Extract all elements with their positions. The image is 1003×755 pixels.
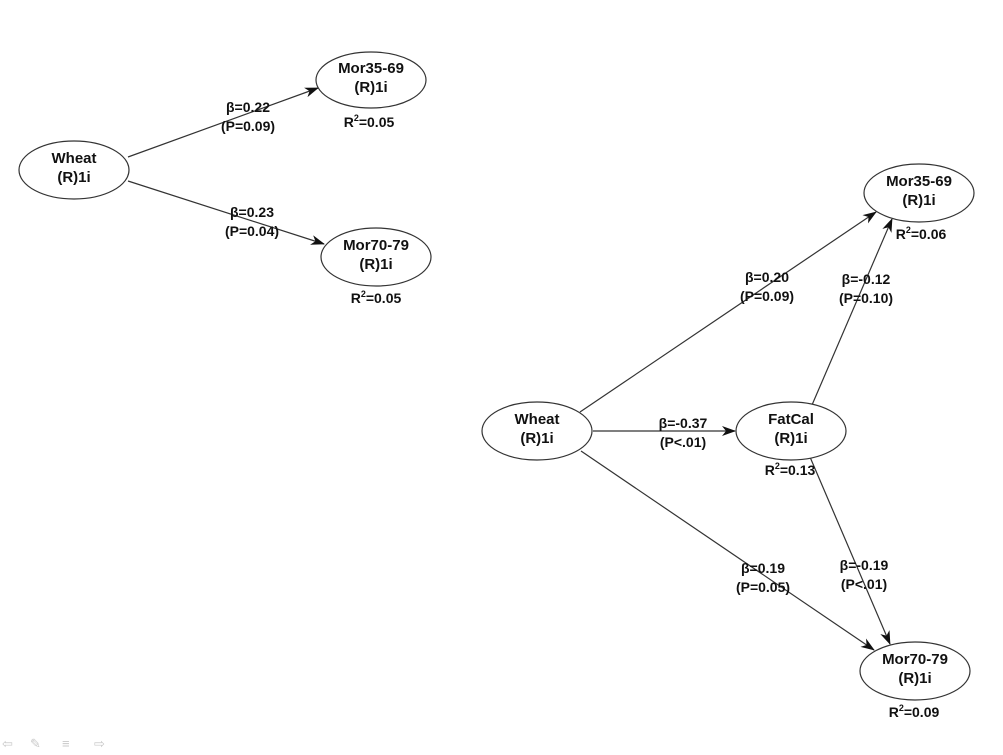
edge-beta-label: β=-0.37 <box>659 415 708 431</box>
edge-beta-label: β=0.20 <box>745 269 789 285</box>
diagram-a: Wheat (R)1i Mor35-69 (R)1i Mor70-79 (R)1… <box>18 51 432 306</box>
node-fatcal: FatCal (R)1i <box>735 401 847 461</box>
slideshow-controls: ⇦ ✎ ≡ ⇨ <box>2 736 105 751</box>
node-code: (R)1i <box>774 430 807 447</box>
node-code: (R)1i <box>520 430 553 447</box>
node-code: (R)1i <box>354 79 387 96</box>
edge-p-label: (P<.01) <box>660 434 706 450</box>
prev-slide-icon[interactable]: ⇦ <box>2 736 13 751</box>
r-squared-label: R2=0.06 <box>896 225 947 242</box>
edge-fatcal-to-mor35-69 <box>811 218 893 406</box>
edge-wheat-to-mor35-69 <box>579 211 877 413</box>
diagram-b: Wheat (R)1i FatCal (R)1i Mor35-69 (R)1i … <box>481 163 975 720</box>
node-name: Mor70-79 <box>882 651 948 668</box>
menu-icon[interactable]: ≡ <box>62 736 70 751</box>
edge-p-label: (P=0.09) <box>740 288 794 304</box>
next-slide-icon[interactable]: ⇨ <box>94 736 105 751</box>
edge-beta-label: β=-0.12 <box>842 271 891 287</box>
r-squared-label: R2=0.09 <box>889 703 940 720</box>
node-code: (R)1i <box>898 670 931 687</box>
node-name: Mor70-79 <box>343 237 409 254</box>
edge-beta-label: β=-0.19 <box>840 557 889 573</box>
node-wheat: Wheat (R)1i <box>18 140 130 200</box>
edge-beta-label: β=0.23 <box>230 204 274 220</box>
edge-wheat-to-mor35-69 <box>127 87 319 158</box>
edge-wheat-to-mor70-79 <box>127 180 325 245</box>
edge-p-label: (P<.01) <box>841 576 887 592</box>
node-name: Wheat <box>52 150 97 167</box>
edge-p-label: (P=0.04) <box>225 223 279 239</box>
node-name: Wheat <box>515 411 560 428</box>
pen-icon[interactable]: ✎ <box>30 736 41 751</box>
node-wheat: Wheat (R)1i <box>481 401 593 461</box>
node-name: FatCal <box>768 411 814 428</box>
edge-fatcal-to-mor70-79 <box>809 456 891 645</box>
edge-p-label: (P=0.05) <box>736 579 790 595</box>
node-code: (R)1i <box>57 169 90 186</box>
node-name: Mor35-69 <box>886 173 952 190</box>
edge-beta-label: β=0.22 <box>226 99 270 115</box>
edge-beta-label: β=0.19 <box>741 560 785 576</box>
node-mor35-69: Mor35-69 (R)1i <box>863 163 975 223</box>
node-mor70-79: Mor70-79 (R)1i <box>859 641 971 701</box>
node-code: (R)1i <box>359 256 392 273</box>
node-mor35-69: Mor35-69 (R)1i <box>315 51 427 109</box>
r-squared-label: R2=0.05 <box>344 113 395 130</box>
node-name: Mor35-69 <box>338 60 404 77</box>
node-mor70-79: Mor70-79 (R)1i <box>320 227 432 287</box>
r-squared-label: R2=0.13 <box>765 461 816 478</box>
edge-p-label: (P=0.09) <box>221 118 275 134</box>
edge-p-label: (P=0.10) <box>839 290 893 306</box>
edge-wheat-to-mor70-79 <box>580 450 875 651</box>
r-squared-label: R2=0.05 <box>351 289 402 306</box>
node-code: (R)1i <box>902 192 935 209</box>
